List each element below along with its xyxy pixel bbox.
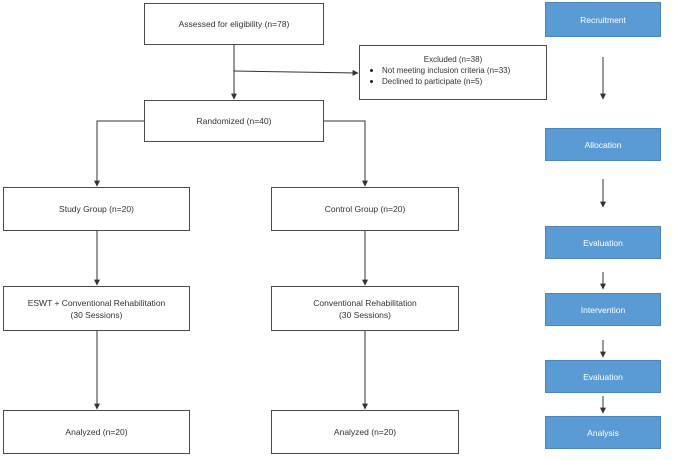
stage-label: Allocation [584, 139, 622, 150]
stage-evaluation-baseline: Evaluation [545, 226, 661, 259]
control-group-box: Control Group (n=20) [271, 187, 459, 231]
randomized-box: Randomized (n=40) [144, 100, 324, 142]
excluded-list: Not meeting inclusion criteria (n=33) De… [370, 65, 540, 87]
study-intervention-box: ESWT + Conventional Rehabilitation (30 S… [3, 286, 190, 331]
assessed-box: Assessed for eligibility (n=78) [144, 3, 324, 45]
control-intervention-line1: Conventional Rehabilitation [313, 297, 417, 308]
arrow-randomized-to-control [324, 120, 368, 187]
stage-label: Intervention [580, 304, 626, 315]
study-intervention-line2: (30 Sessions) [70, 309, 123, 320]
stage-label: Evaluation [583, 237, 623, 248]
stage-intervention: Intervention [545, 293, 661, 326]
assessed-label: Assessed for eligibility (n=78) [178, 19, 290, 29]
randomized-label: Randomized (n=40) [196, 116, 272, 126]
stage-recruitment: Recruitment [545, 2, 661, 37]
study-analyzed-label: Analyzed (n=20) [65, 427, 128, 437]
control-intervention-box: Conventional Rehabilitation (30 Sessions… [271, 286, 459, 331]
bullet-icon [370, 69, 373, 72]
stage-label: Evaluation [583, 371, 623, 382]
excluded-box: Excluded (n=38) Not meeting inclusion cr… [359, 45, 547, 100]
study-group-box: Study Group (n=20) [3, 187, 190, 231]
control-analyzed-label: Analyzed (n=20) [333, 427, 397, 437]
excluded-reason: Not meeting inclusion criteria (n=33) [370, 65, 540, 76]
excluded-reason: Declined to participate (n=5) [370, 76, 540, 87]
stage-allocation: Allocation [545, 128, 661, 161]
stage-label: Analysis [587, 427, 619, 438]
control-group-label: Control Group (n=20) [324, 204, 406, 214]
stage-analysis: Analysis [545, 416, 661, 449]
control-analyzed-box: Analyzed (n=20) [271, 410, 459, 454]
study-intervention-line1: ESWT + Conventional Rehabilitation [27, 297, 166, 308]
control-intervention-line2: (30 Sessions) [339, 309, 391, 320]
study-group-label: Study Group (n=20) [59, 204, 134, 214]
excluded-title: Excluded (n=38) [423, 55, 483, 64]
stage-label: Recruitment [580, 14, 626, 25]
arrow-randomized-to-study [94, 120, 144, 187]
arrow-to-excluded [233, 69, 359, 76]
bullet-icon [370, 80, 373, 83]
stage-evaluation-final: Evaluation [545, 360, 661, 393]
study-analyzed-box: Analyzed (n=20) [3, 410, 190, 454]
